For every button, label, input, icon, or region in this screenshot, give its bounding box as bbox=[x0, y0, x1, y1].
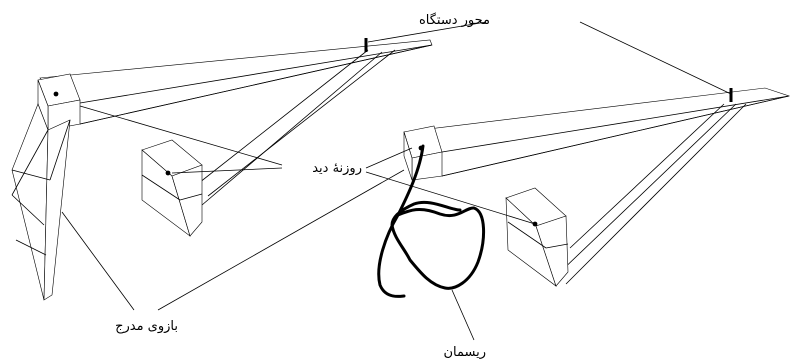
leader-lines bbox=[61, 21, 732, 341]
string-rope bbox=[377, 144, 486, 298]
left-instrument bbox=[11, 38, 433, 301]
label-graduated-arm: بازوی مدرج bbox=[115, 319, 178, 334]
label-device-axis: محور دستگاه bbox=[419, 12, 490, 28]
left-sight-hole bbox=[53, 91, 59, 97]
left-box-hole bbox=[165, 170, 171, 176]
label-string: ریسمان bbox=[443, 345, 486, 360]
left-graduated-arm bbox=[11, 103, 49, 301]
right-instrument bbox=[377, 87, 791, 298]
label-sight-window: روزنهٔ دید bbox=[312, 161, 362, 176]
